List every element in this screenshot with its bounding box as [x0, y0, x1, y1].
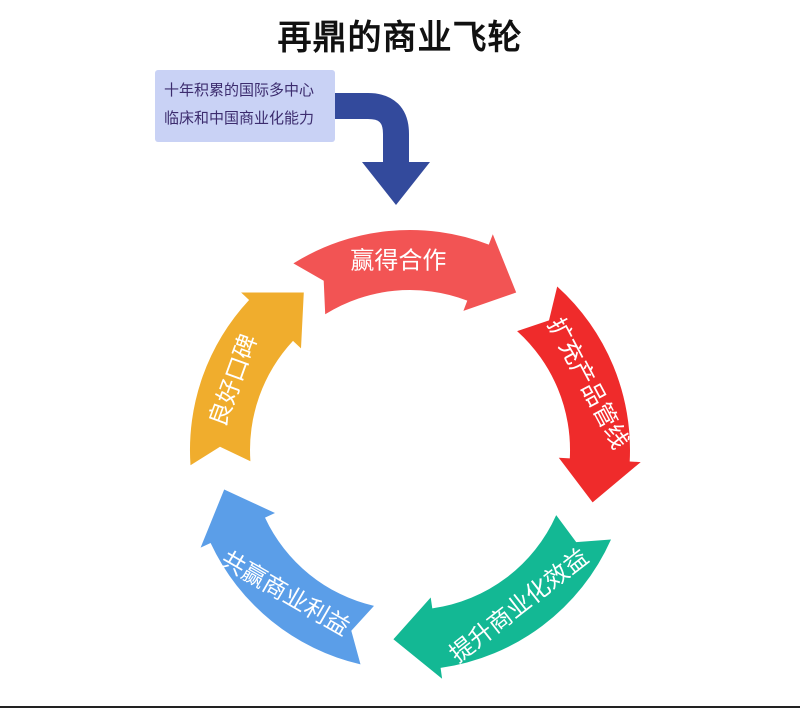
segment-good-reputation: 良好口碑 — [189, 292, 304, 466]
segment-good-reputation-arrow — [189, 292, 304, 466]
segment-shared-commercial-benefit-arrow — [200, 489, 374, 665]
note-line-2: 临床和中国商业化能力 — [164, 109, 315, 127]
note-line-1: 十年积累的国际多中心 — [164, 81, 315, 99]
diagram-title: 再鼎的商业飞轮 — [277, 18, 523, 58]
bottom-divider — [0, 706, 800, 708]
segment-shared-commercial-benefit: 共赢商业利益 — [200, 489, 374, 665]
capability-note: 十年积累的国际多中心 临床和中国商业化能力 — [155, 70, 335, 142]
segment-expand-pipeline: 扩充产品管线 — [517, 286, 641, 503]
segment-improve-commercial-efficiency: 提升商业化效益 — [393, 515, 611, 679]
segment-win-cooperation: 赢得合作 — [293, 229, 517, 315]
segment-expand-pipeline-arrow — [517, 286, 641, 503]
input-arrow-head — [362, 162, 430, 205]
segment-win-cooperation-label: 赢得合作 — [350, 246, 446, 274]
segment-improve-commercial-efficiency-arrow — [393, 515, 611, 679]
segment-win-cooperation-arrow — [293, 229, 517, 315]
input-arrow-shaft — [334, 93, 409, 168]
